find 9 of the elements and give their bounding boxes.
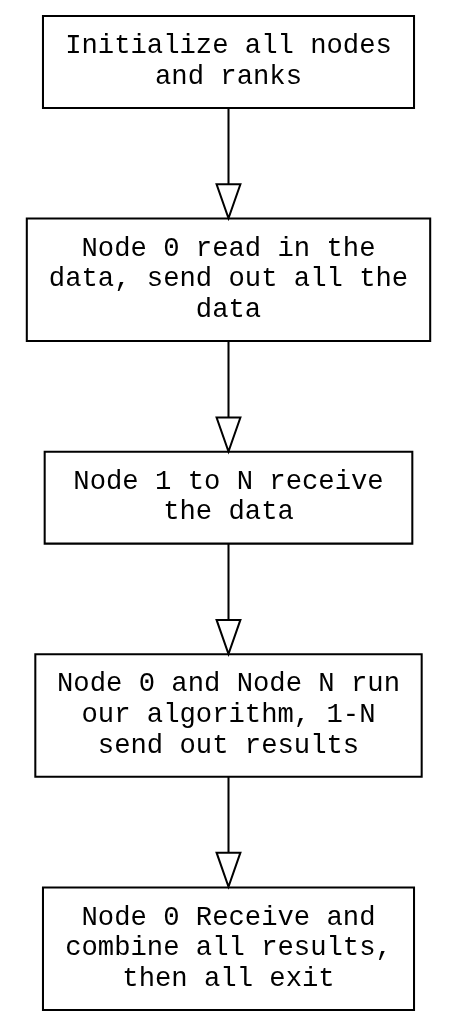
node-box: Node 0 read in the data, send out all the data: [25, 217, 431, 343]
arrow: [214, 341, 242, 455]
node-box: Node 0 and Node N run our algorithm, 1-N send out results: [33, 653, 423, 778]
arrow: [214, 777, 242, 890]
node-box: Node 0 Receive and combine all results, then all exit: [41, 886, 415, 1011]
arrow: [214, 108, 242, 222]
node-box: Node 1 to N receive the data: [43, 450, 413, 545]
node-box: Initialize all nodes and ranks: [41, 15, 415, 109]
arrow: [214, 543, 242, 658]
